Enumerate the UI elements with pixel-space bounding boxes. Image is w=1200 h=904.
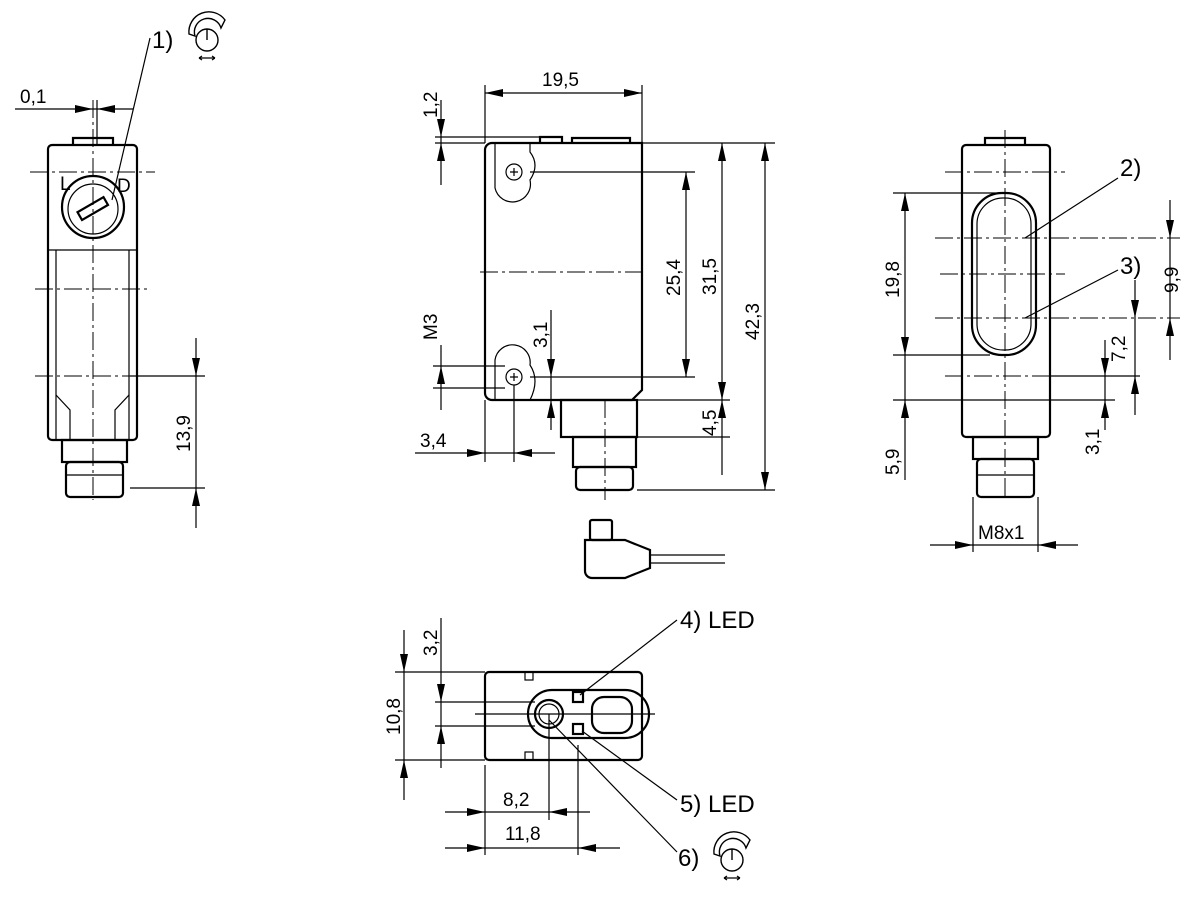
top-view: 10,8 3,2 8,2 11,8 4) LED 5) LED 6)	[384, 607, 755, 881]
dim-m3: M3	[421, 314, 442, 340]
dim-3-1-right: 3,1	[1083, 429, 1104, 455]
dim-10-8: 10,8	[384, 698, 405, 735]
knob-label-l: L	[60, 174, 71, 195]
dim-0-1: 0,1	[20, 87, 46, 108]
callout-2: 2)	[1120, 155, 1141, 182]
dim-m8x1: M8x1	[978, 523, 1024, 544]
dim-19-5: 19,5	[542, 70, 579, 91]
callout-5-led: 5) LED	[680, 791, 755, 818]
rotary-adjust-icon	[713, 831, 751, 881]
left-side-view: L D 0,1 1) 13,9	[15, 11, 226, 528]
dim-7-2: 7,2	[1109, 336, 1130, 362]
front-view: 19,5 1,2 25,4 31,5 4,5 42,3 M3 3,1 3,4	[415, 70, 775, 580]
dim-1-2: 1,2	[421, 92, 442, 118]
knob-label-d: D	[117, 176, 131, 197]
callout-4-led: 4) LED	[680, 607, 755, 634]
rotary-adjust-icon	[188, 11, 226, 61]
angled-cable-connector	[583, 518, 725, 580]
dim-3-1: 3,1	[531, 322, 552, 348]
led-5	[571, 722, 585, 736]
callout-3: 3)	[1120, 253, 1141, 280]
dim-3-2: 3,2	[421, 630, 442, 656]
led-4	[571, 690, 585, 704]
dim-11-8: 11,8	[505, 824, 541, 845]
dim-42-3: 42,3	[743, 303, 764, 340]
dim-19-8: 19,8	[883, 261, 904, 298]
callout-1: 1)	[152, 27, 173, 54]
dim-3-4: 3,4	[420, 431, 447, 452]
dim-4-5: 4,5	[700, 410, 721, 436]
callout-6: 6)	[678, 845, 699, 872]
dim-9-9: 9,9	[1162, 267, 1183, 293]
dim-31-5: 31,5	[700, 258, 721, 295]
dim-13-9: 13,9	[174, 415, 195, 452]
right-side-view: 19,8 5,9 9,9 7,2 3,1 2) 3) M8x1	[883, 130, 1183, 552]
dim-25-4: 25,4	[664, 259, 685, 296]
dim-5-9: 5,9	[883, 449, 904, 475]
dim-8-2: 8,2	[503, 790, 529, 811]
